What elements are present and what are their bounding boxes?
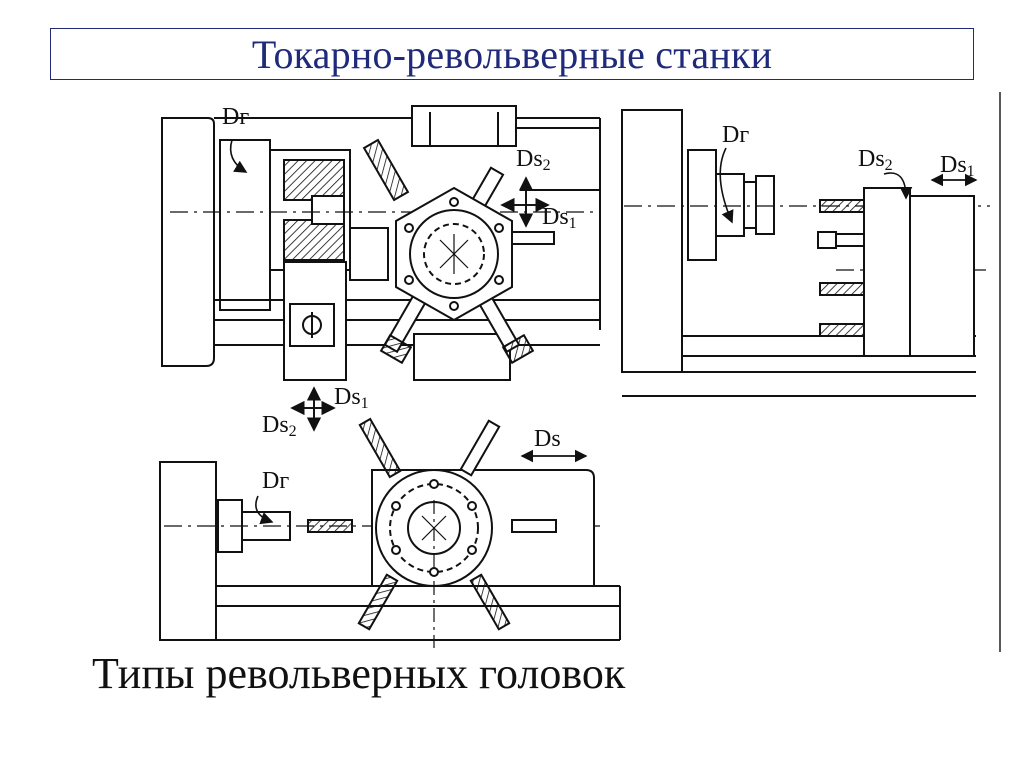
top-left-machine	[161, 105, 601, 432]
support-feed-ds1-sub: 1	[361, 395, 369, 412]
top-left-feed-ds2-main: Ds	[516, 146, 543, 172]
top-left-rotation-label: Dг	[222, 104, 249, 130]
top-right-machine	[621, 109, 990, 397]
support-feed-ds1-main: Ds	[334, 384, 361, 410]
top-left-feed-ds2-label: Ds2	[516, 146, 551, 174]
bottom-feed-label: Ds	[534, 426, 561, 452]
top-right-rotation-label: Dг	[722, 122, 749, 148]
top-left-feed-ds1-label: Ds1	[542, 204, 577, 232]
top-right-feed-ds1-main: Ds	[940, 152, 967, 178]
title-frame: Токарно-револьверные станки	[50, 28, 974, 80]
top-right-feed-ds2-main: Ds	[858, 146, 885, 172]
top-left-feed-ds1-main: Ds	[542, 204, 569, 230]
support-feed-ds2-label: Ds2	[262, 412, 297, 440]
top-right-feed-ds1-sub: 1	[967, 163, 975, 180]
top-right-feed-ds1-label: Ds1	[940, 152, 975, 180]
top-right-feed-ds2-sub: 2	[885, 157, 893, 174]
bottom-machine	[159, 417, 621, 648]
support-feed-ds2-main: Ds	[262, 412, 289, 438]
bottom-rotation-label: Dг	[262, 468, 289, 494]
slide-caption: Типы револьверных головок	[92, 649, 626, 698]
top-right-feed-ds2-label: Ds2	[858, 146, 893, 174]
support-feed-ds2-sub: 2	[289, 423, 297, 440]
top-left-feed-ds2-sub: 2	[543, 157, 551, 174]
slide-title: Токарно-револьверные станки	[251, 31, 773, 77]
support-feed-ds1-label: Ds1	[334, 384, 369, 412]
top-left-feed-ds1-sub: 1	[569, 215, 577, 232]
